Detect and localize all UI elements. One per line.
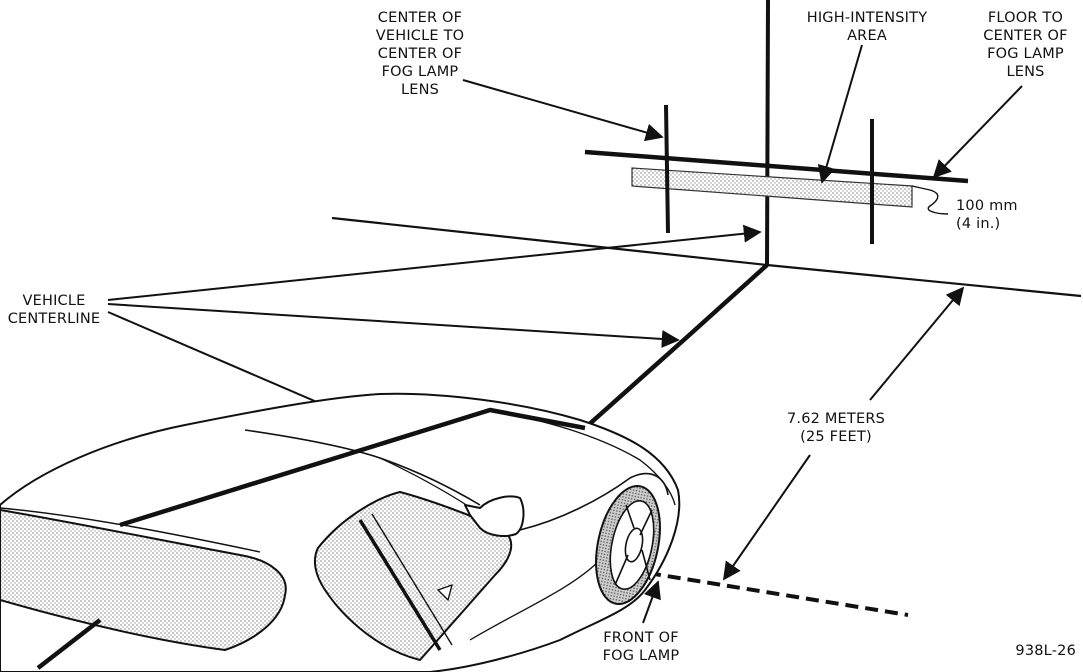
- label-line: FOG LAMP: [987, 46, 1064, 62]
- label-center-vehicle-lamp: CENTER OF VEHICLE TO CENTER OF FOG LAMP …: [360, 9, 480, 99]
- arrow-centerline-floor: [107, 303, 680, 348]
- car-roof-line: [244, 429, 481, 506]
- rear-spoiler: [0, 509, 287, 651]
- car-centerline: [119, 407, 586, 528]
- arrow-high-intensity: [817, 44, 863, 184]
- floor-centerline: [583, 263, 769, 430]
- body-side-stripe: [469, 559, 601, 641]
- arrow-distance-bottom: [722, 454, 811, 581]
- front-of-lamp-line: [647, 571, 909, 617]
- label-line: AREA: [847, 28, 887, 44]
- label-line: VEHICLE: [22, 293, 86, 309]
- label-dimension-mm: 100 mm (4 in.): [956, 197, 1046, 233]
- label-line: CENTER OF: [983, 28, 1068, 44]
- wall-floor-line-right: [766, 263, 1082, 298]
- label-line: CENTER OF: [377, 10, 463, 26]
- front-fender: [519, 472, 669, 531]
- horizontal-lamp-line: [584, 149, 969, 184]
- label-line: HIGH-INTENSITY: [806, 10, 928, 26]
- arrow-floor-to-lamp: [932, 85, 1023, 179]
- side-window: [313, 491, 513, 661]
- wheel-hub: [624, 527, 644, 563]
- dimension-leader: [911, 185, 949, 215]
- label-vehicle-centerline: VEHICLE CENTERLINE: [2, 292, 106, 328]
- label-line: FRONT OF: [603, 630, 679, 646]
- wall-floor-line-left: [331, 216, 768, 267]
- label-line: FOG LAMP: [381, 64, 459, 80]
- door-handle: [437, 584, 453, 601]
- label-line: 7.62 METERS: [786, 411, 886, 427]
- label-line: VEHICLE TO: [375, 28, 465, 44]
- label-floor-to-lamp: FLOOR TO CENTER OF FOG LAMP LENS: [968, 9, 1083, 81]
- label-line: LENS: [1006, 64, 1045, 80]
- arrow-front-of-lamp: [642, 580, 661, 624]
- label-line: (4 in.): [956, 216, 1001, 232]
- wheel-spokes: [614, 504, 653, 586]
- screen-markings: [0, 0, 969, 244]
- window-pillar: [358, 519, 442, 651]
- label-front-of-fog-lamp: FRONT OF FOG LAMP: [586, 629, 696, 665]
- high-intensity-area-bar: [0, 0, 1, 1]
- arrow-center-vehicle-lamp: [462, 79, 664, 142]
- label-line: FLOOR TO: [987, 10, 1064, 26]
- label-line: CENTER OF: [377, 46, 463, 62]
- arrow-centerline-wall: [107, 224, 762, 301]
- floor-wall-lines: [331, 0, 1082, 617]
- vehicle-drawing: [0, 392, 681, 672]
- rear-spoiler-top: [0, 507, 261, 553]
- label-line: (25 FEET): [800, 429, 872, 445]
- wall-vertical-centerline: [765, 0, 770, 266]
- vertical-lamp-line-left: [664, 104, 670, 234]
- car-centerline-rear: [36, 618, 102, 670]
- side-mirror: [464, 495, 525, 537]
- label-high-intensity-area: HIGH-INTENSITY AREA: [792, 9, 942, 45]
- mirror-stem: [379, 457, 469, 507]
- label-line: CENTERLINE: [7, 311, 101, 327]
- label-line: LENS: [400, 82, 440, 98]
- label-line: 100 mm: [956, 198, 1018, 214]
- arrow-distance-top: [869, 286, 965, 401]
- window-pillar-2: [371, 513, 453, 646]
- figure-id: 938L-26: [1015, 643, 1076, 659]
- label-distance: 7.62 METERS (25 FEET): [776, 410, 896, 446]
- label-line: FOG LAMP: [602, 648, 680, 664]
